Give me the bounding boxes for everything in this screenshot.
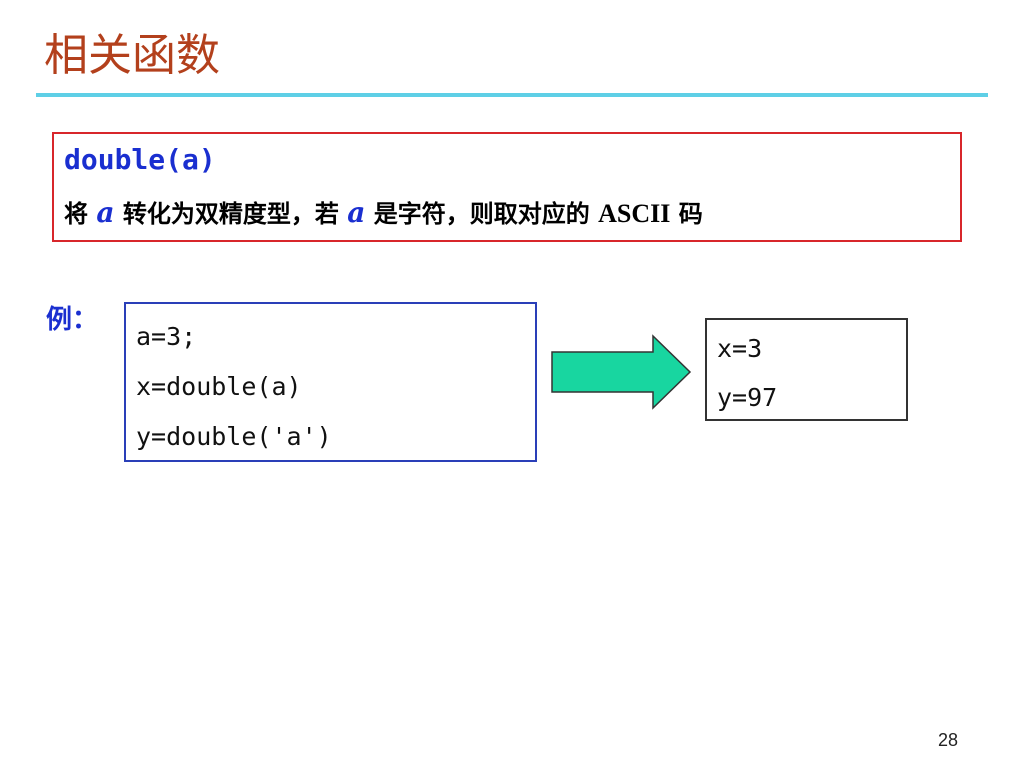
- code-line: y=double('a'): [136, 422, 332, 451]
- function-description: 将 a 转化为双精度型，若 a 是字符，则取对应的 ASCII 码: [64, 194, 703, 233]
- slide-title: 相关函数: [44, 30, 220, 81]
- title-underline: [36, 93, 988, 97]
- example-code-box: a=3; x=double(a) y=double('a'): [124, 302, 537, 462]
- right-arrow-icon: [551, 334, 692, 410]
- ascii-term: ASCII: [598, 199, 671, 228]
- desc-text-4: 码: [670, 200, 703, 228]
- function-signature: double(a): [64, 143, 216, 176]
- variable-a-1: a: [96, 196, 115, 229]
- definition-box: double(a) 将 a 转化为双精度型，若 a 是字符，则取对应的 ASCI…: [52, 132, 962, 242]
- result-line: x=3: [717, 334, 763, 363]
- desc-text-2: 转化为双精度型，若: [114, 200, 348, 228]
- result-box: x=3 y=97: [705, 318, 908, 421]
- desc-text-3: 是字符，则取对应的: [365, 200, 599, 228]
- desc-text-1: 将: [64, 200, 97, 228]
- variable-a-2: a: [347, 196, 366, 229]
- code-line: a=3;: [136, 322, 197, 351]
- page-number: 28: [938, 730, 959, 750]
- code-line: x=double(a): [136, 372, 302, 401]
- result-line: y=97: [717, 383, 778, 412]
- example-label: 例：: [46, 305, 99, 335]
